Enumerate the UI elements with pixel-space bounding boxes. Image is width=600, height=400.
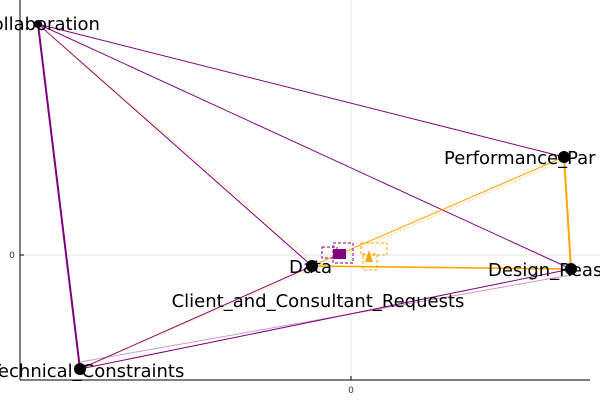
y-tick-label: 0 <box>9 251 15 261</box>
edge-data-performance <box>311 156 565 267</box>
faint-edge-collaboration-data <box>44 29 319 267</box>
dashed-box-orange-1 <box>360 242 388 256</box>
center-markers <box>321 242 388 271</box>
grid <box>20 0 600 380</box>
edge-collaboration-technical <box>37 23 81 370</box>
edge-collaboration-design <box>37 23 572 270</box>
node-label-technical: Technical_Constraints <box>0 361 184 382</box>
edge-data-design <box>311 265 572 270</box>
edge-technical-data <box>79 265 313 370</box>
node-performance <box>558 151 570 163</box>
edges <box>37 23 572 370</box>
node-technical <box>74 363 86 375</box>
edge-technical-design <box>79 268 572 370</box>
edge-collaboration-performance <box>37 23 565 158</box>
faint-edge-technical-performance <box>79 159 565 370</box>
node-collaboration <box>34 20 42 28</box>
nodes <box>34 20 577 375</box>
node-label-design: Design_Reas <box>488 260 600 281</box>
edge-performance-design <box>563 156 572 270</box>
node-label-performance: Performance_Par <box>444 148 596 169</box>
node-label-data: Data <box>289 257 332 278</box>
node-design <box>565 263 577 275</box>
arrow-marker-purple <box>333 249 346 259</box>
node-label-client: Client_and_Consultant_Requests <box>172 291 465 312</box>
node-data <box>306 260 318 272</box>
faint-edge-technical-design <box>79 274 572 363</box>
axes: 0 0 <box>9 0 590 396</box>
edge-collaboration-data <box>37 23 313 267</box>
node-label-collaboration: Collaboration <box>0 14 100 35</box>
x-tick-label: 0 <box>348 386 354 396</box>
arrow-marker-orange <box>365 250 373 262</box>
